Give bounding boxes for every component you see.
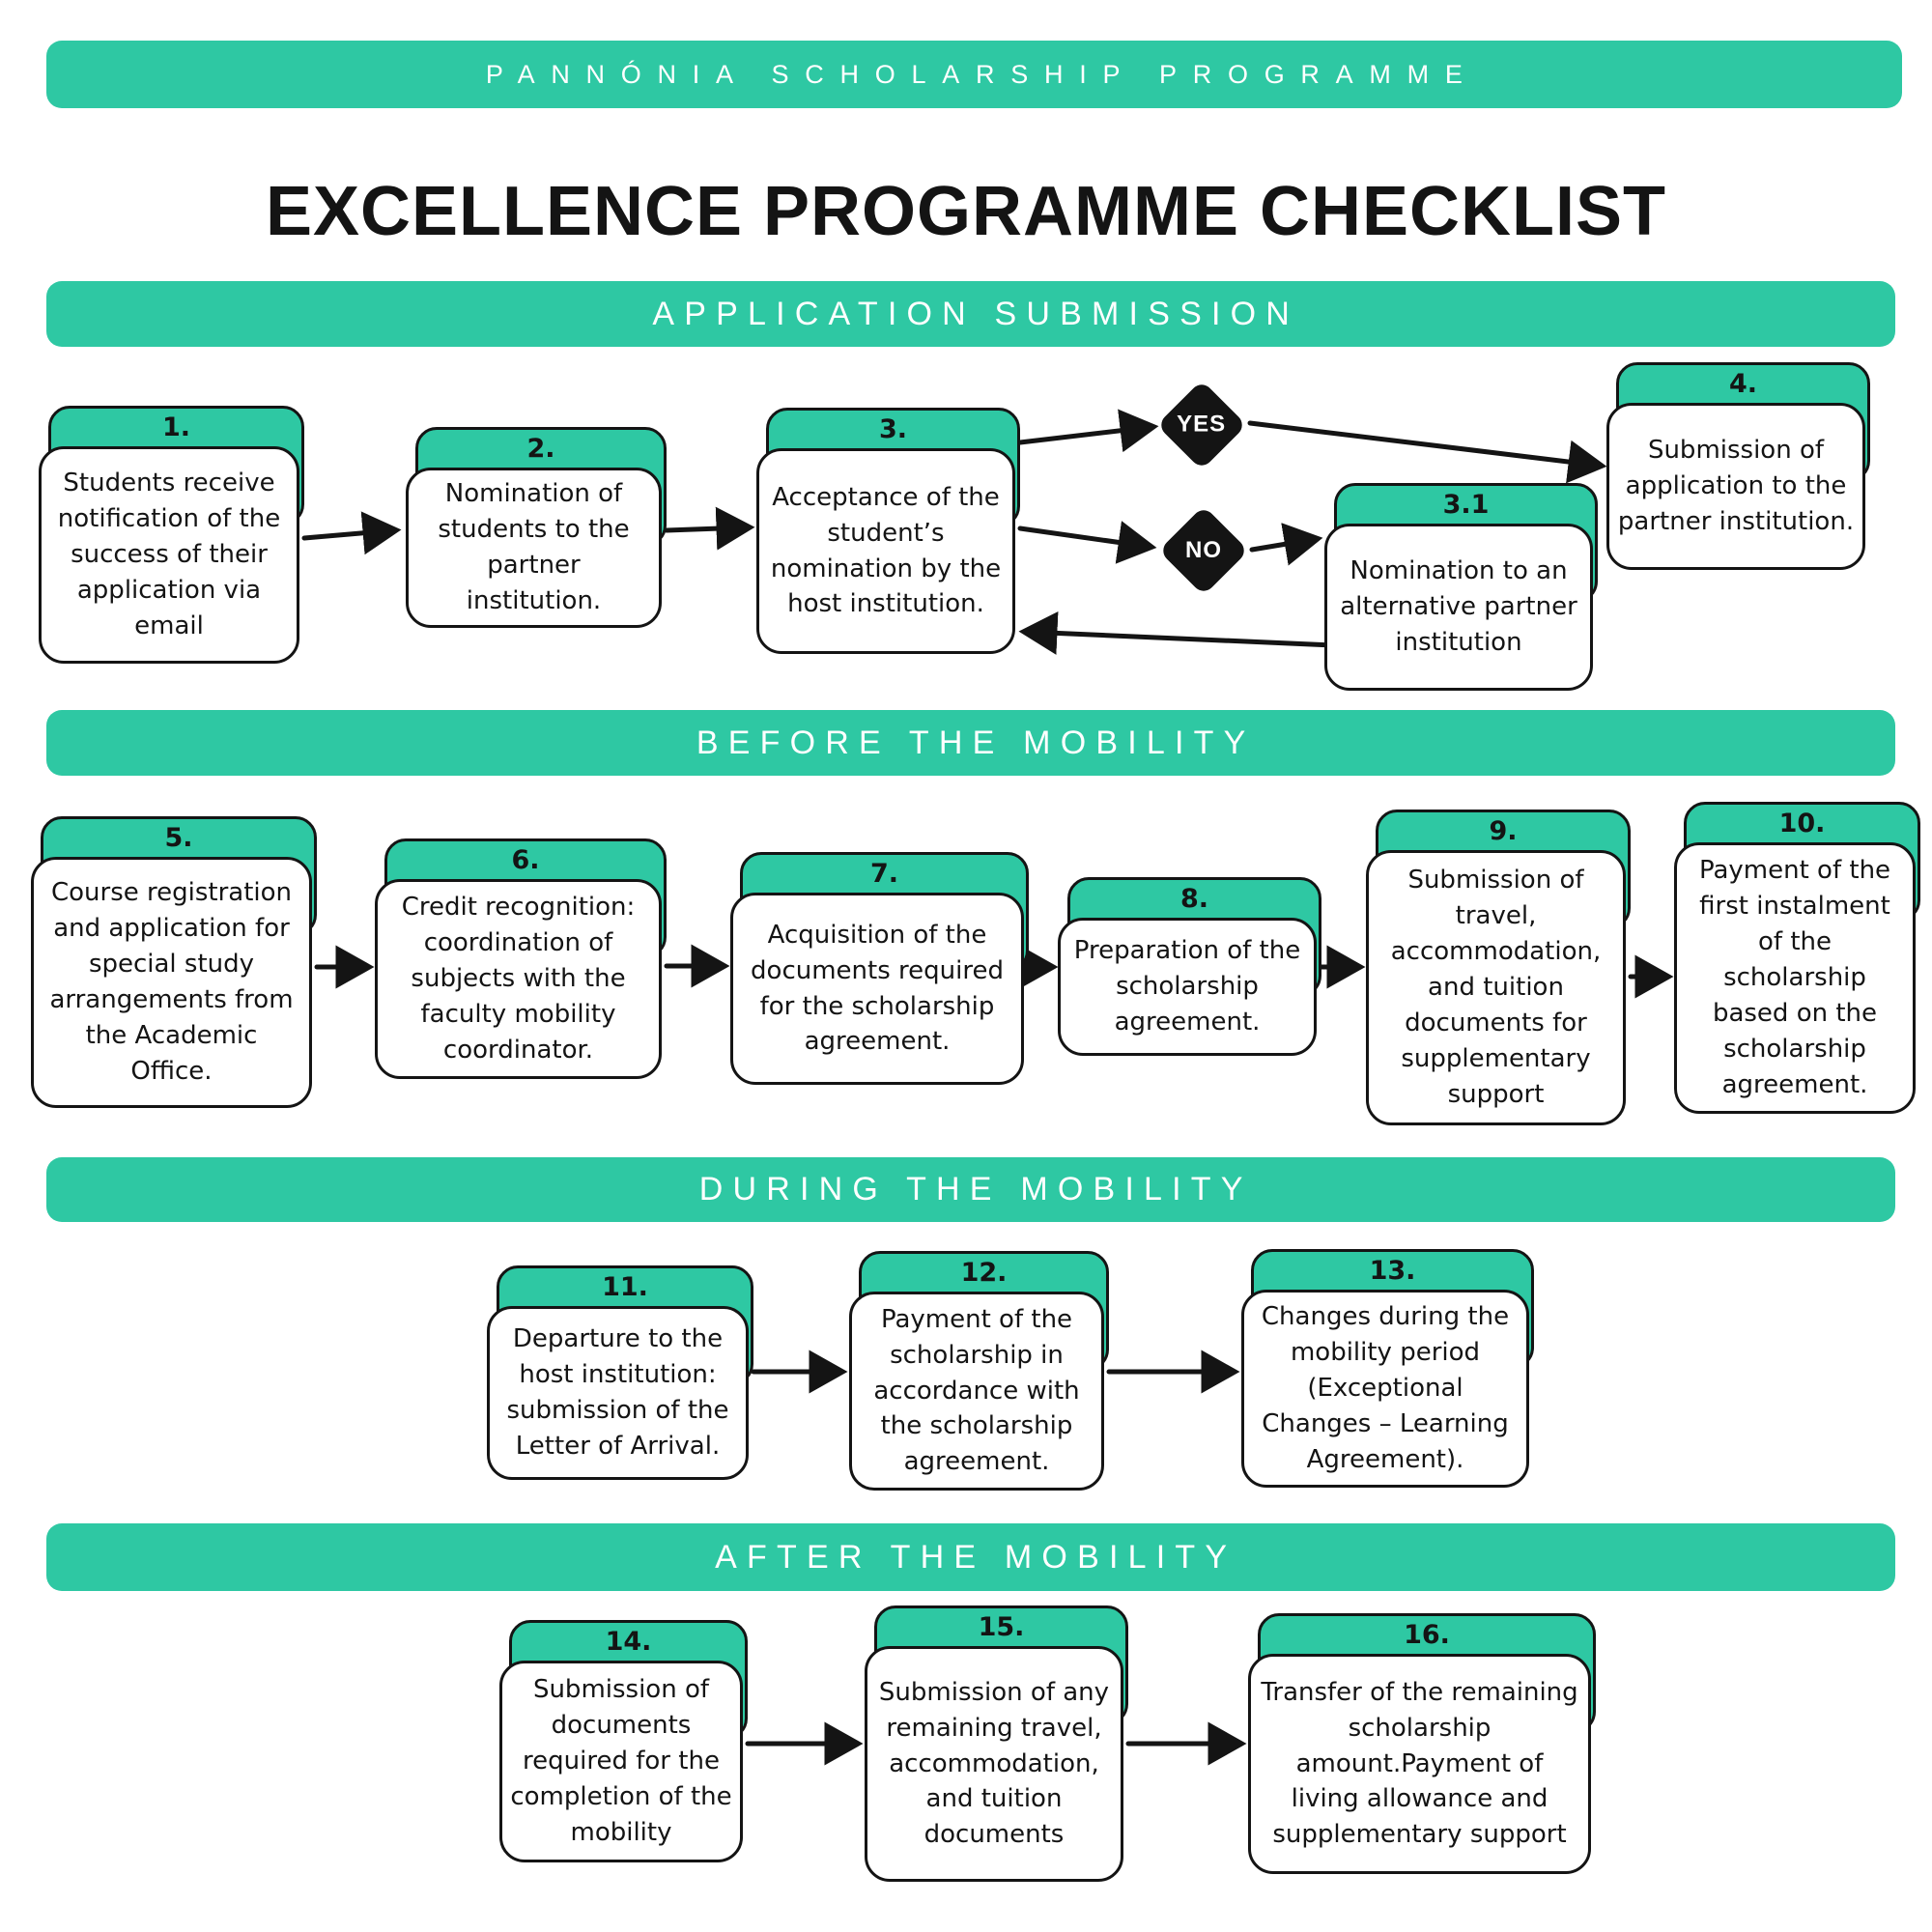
step-number: 7. [869,858,899,889]
section-banner-before-the-mobility: BEFORE THE MOBILITY [46,710,1896,776]
step-number: 3. [878,413,908,444]
arrow-3-1-to-3 [1018,611,1336,655]
step-text: Acquisition of the documents required fo… [730,893,1024,1085]
step-text: Payment of the first instalment of the s… [1674,842,1916,1114]
page-title: EXCELLENCE PROGRAMME CHECKLIST [265,173,1667,250]
section-banner-during-the-mobility: DURING THE MOBILITY [46,1157,1896,1222]
arrow-3-to-no [1017,521,1157,564]
step-number: 10. [1778,808,1826,838]
step-text: Students receive notification of the suc… [39,446,299,664]
step-card-5: 5. Course registration and application f… [31,816,317,1108]
step-number: 14. [605,1626,652,1657]
step-text: Acceptance of the student’s nomination b… [756,448,1015,654]
step-number: 4. [1728,368,1758,399]
step-card-10: 10. Payment of the first instalment of t… [1674,802,1920,1114]
step-card-3-1: 3.1 Nomination to an alternative partner… [1324,483,1598,691]
step-number: 1. [161,412,191,442]
step-card-6: 6. Credit recognition: coordination of s… [375,838,667,1079]
step-card-2: 2. Nomination of students to the partner… [406,427,667,628]
step-text: Preparation of the scholarship agreement… [1058,918,1317,1056]
section-banner-after-the-mobility: AFTER THE MOBILITY [46,1523,1896,1591]
step-number: 9. [1489,815,1518,846]
step-number: 2. [526,433,555,464]
step-number: 8. [1179,883,1209,914]
step-number: 13. [1369,1255,1416,1286]
arrow-2-to-3 [664,506,755,551]
step-text: Nomination of students to the partner in… [406,468,662,628]
step-text: Changes during the mobility period (Exce… [1241,1290,1529,1488]
step-text: Submission of any remaining travel, acco… [865,1646,1123,1882]
section-banner-application-submission: APPLICATION SUBMISSION [46,281,1896,347]
step-number: 11. [602,1271,648,1302]
step-card-13: 13. Changes during the mobility period (… [1241,1249,1534,1488]
step-card-4: 4. Submission of application to the part… [1606,362,1870,570]
step-text: Payment of the scholarship in accordance… [849,1292,1104,1491]
programme-banner: PANNÓNIA SCHOLARSHIP PROGRAMME [46,41,1902,108]
step-card-11: 11. Departure to the host institution: s… [487,1265,753,1480]
step-text: Transfer of the remaining scholarship am… [1248,1654,1591,1874]
step-number: 15. [978,1611,1025,1642]
step-card-1: 1. Students receive notification of the … [39,406,304,664]
step-text: Course registration and application for … [31,857,312,1108]
decision-yes-label: YES [1177,412,1227,438]
step-number: 3.1 [1442,489,1490,520]
step-number: 6. [511,844,540,875]
step-card-3: 3. Acceptance of the student’s nominatio… [756,408,1020,654]
decision-no-label: NO [1185,537,1222,563]
step-card-15: 15. Submission of any remaining travel, … [865,1605,1128,1882]
step-number: 12. [960,1257,1008,1288]
step-text: Departure to the host institution: submi… [487,1306,749,1480]
step-text: Submission of documents required for the… [499,1661,743,1862]
step-text: Submission of application to the partner… [1606,403,1865,570]
step-text: Nomination to an alternative partner ins… [1324,524,1593,691]
step-card-12: 12. Payment of the scholarship in accord… [849,1251,1109,1491]
step-card-8: 8. Preparation of the scholarship agreem… [1058,877,1321,1056]
step-text: Submission of travel, accommodation, and… [1366,850,1626,1125]
step-card-14: 14. Submission of documents required for… [499,1620,748,1862]
step-number: 16. [1404,1619,1450,1650]
step-card-16: 16. Transfer of the remaining scholarshi… [1248,1613,1596,1874]
step-card-7: 7. Acquisition of the documents required… [730,852,1029,1085]
arrow-yes-to-4 [1247,420,1607,484]
step-text: Credit recognition: coordination of subj… [375,879,662,1079]
arrow-1-to-2 [301,511,402,555]
step-number: 5. [164,822,193,853]
arrow-no-to-3-1 [1249,523,1323,566]
step-card-9: 9. Submission of travel, accommodation, … [1366,810,1631,1125]
arrow-3-to-yes [1017,409,1159,453]
